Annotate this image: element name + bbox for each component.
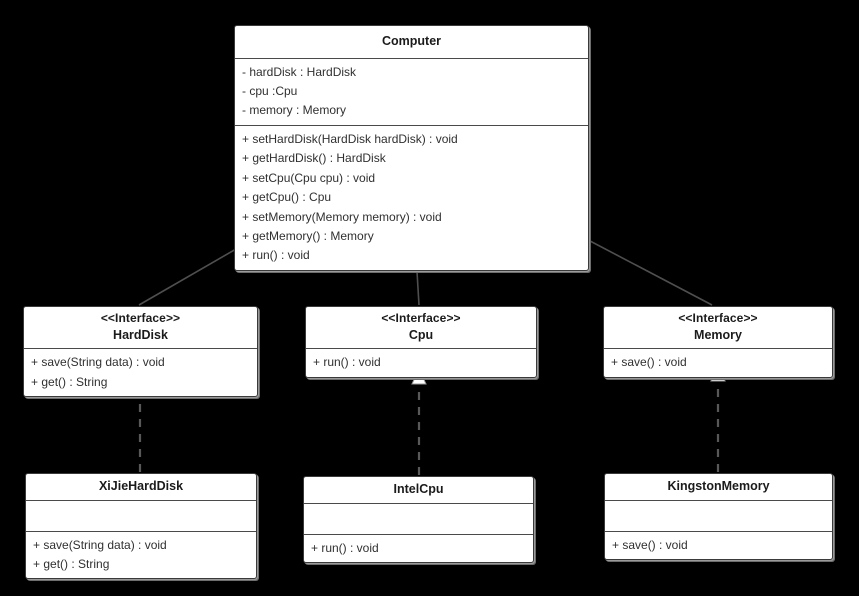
methods-compartment-cpu: + run() : void (306, 349, 536, 376)
interface-name-label: HardDisk (113, 327, 168, 342)
method-row: + save() : void (611, 355, 687, 370)
method-row: + run() : void (311, 540, 379, 555)
interface-title-harddisk: <<Interface>> HardDisk (24, 307, 257, 350)
class-title-computer: Computer (235, 26, 588, 59)
attribute-row: - hardDisk : HardDisk (242, 64, 357, 79)
attributes-compartment-kingstonmemory (605, 501, 832, 532)
methods-compartment-kingstonmemory: + save() : void (605, 532, 832, 559)
method-row: + save(String data) : void (31, 355, 165, 370)
interface-name-label: Memory (694, 327, 742, 342)
interface-name-label: Cpu (408, 327, 434, 342)
method-row: + getMemory() : Memory (242, 229, 374, 243)
attribute-row: - cpu :Cpu (242, 83, 298, 98)
method-row: + getHardDisk() : HardDisk (242, 151, 386, 166)
stereotype-label: <<Interface>> (100, 311, 181, 325)
method-row: + setCpu(Cpu cpu) : void (242, 170, 376, 185)
class-title-intelcpu: IntelCpu (304, 477, 533, 504)
method-row: + get() : String (31, 374, 108, 389)
stereotype-label: <<Interface>> (678, 311, 758, 325)
class-title-kingstonmemory: KingstonMemory (605, 474, 832, 501)
class-name-label: Computer (381, 34, 442, 48)
class-name-label: XiJieHardDisk (98, 479, 184, 493)
methods-compartment-computer: + setHardDisk(HardDisk hardDisk) : void … (235, 126, 588, 270)
class-box-kingstonmemory[interactable]: KingstonMemory + save() : void (604, 473, 833, 560)
interface-box-harddisk[interactable]: <<Interface>> HardDisk + save(String dat… (23, 306, 258, 398)
method-row: + save(String data) : void (33, 537, 167, 552)
methods-compartment-memory: + save() : void (604, 349, 832, 376)
class-box-xijieharddisk[interactable]: XiJieHardDisk + save(String data) : void… (25, 473, 257, 580)
interface-box-cpu[interactable]: <<Interface>> Cpu + run() : void (305, 306, 537, 378)
method-row: + run() : void (242, 248, 310, 263)
method-row: + getCpu() : Cpu (242, 190, 332, 205)
method-row: + setMemory(Memory memory) : void (242, 209, 442, 224)
method-row: + setHardDisk(HardDisk hardDisk) : void (242, 131, 458, 146)
methods-compartment-intelcpu: + run() : void (304, 535, 533, 562)
attributes-compartment-intelcpu (304, 504, 533, 535)
attributes-compartment-computer: - hardDisk : HardDisk - cpu :Cpu - memor… (235, 59, 588, 126)
methods-compartment-xijieharddisk: + save(String data) : void + get() : Str… (26, 532, 256, 579)
class-name-label: KingstonMemory (667, 479, 770, 493)
methods-compartment-harddisk: + save(String data) : void + get() : Str… (24, 349, 257, 396)
realization-intelcpu-cpu (411, 367, 427, 475)
realization-kingstonmemory-memory (710, 364, 726, 472)
interface-box-memory[interactable]: <<Interface>> Memory + save() : void (603, 306, 833, 378)
method-row: + run() : void (313, 355, 381, 370)
method-row: + get() : String (33, 556, 110, 571)
stereotype-label: <<Interface>> (381, 311, 461, 325)
class-box-computer[interactable]: Computer - hardDisk : HardDisk - cpu :Cp… (234, 25, 589, 271)
interface-title-cpu: <<Interface>> Cpu (306, 307, 536, 350)
attributes-compartment-xijieharddisk (26, 501, 256, 532)
method-row: + save() : void (612, 537, 688, 552)
class-title-xijieharddisk: XiJieHardDisk (26, 474, 256, 501)
attribute-row: - memory : Memory (242, 103, 347, 118)
interface-title-memory: <<Interface>> Memory (604, 307, 832, 350)
class-name-label: IntelCpu (393, 482, 444, 496)
class-box-intelcpu[interactable]: IntelCpu + run() : void (303, 476, 534, 563)
